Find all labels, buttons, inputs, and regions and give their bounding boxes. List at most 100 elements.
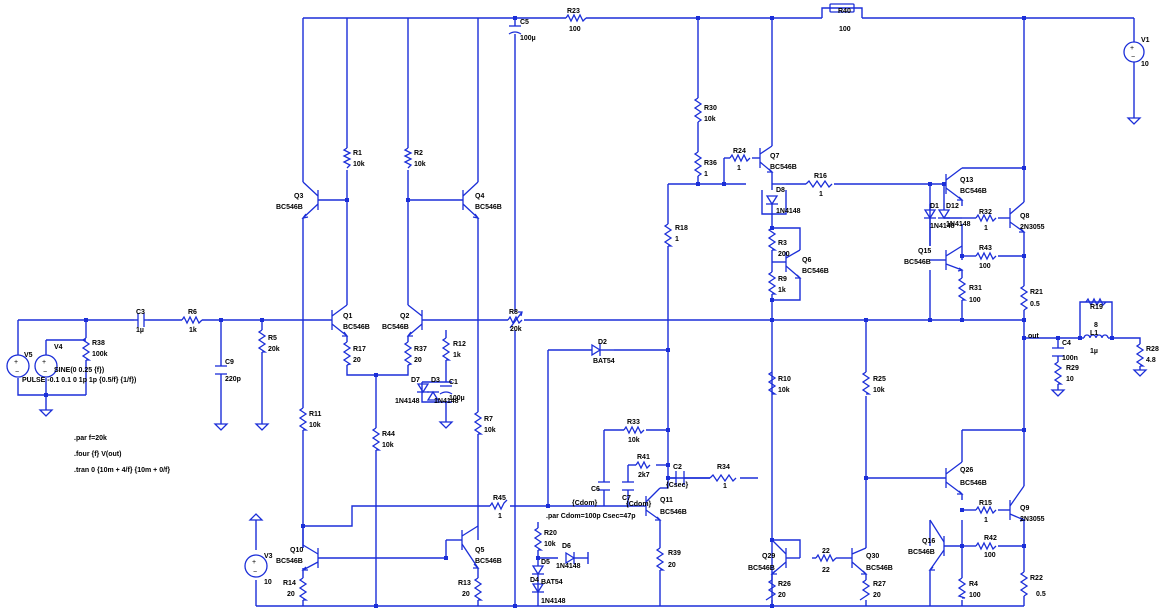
diode-D7	[416, 383, 430, 394]
transistor-Q30	[851, 547, 868, 575]
value-D8: 1N4148	[776, 208, 801, 215]
label-Q3: Q3	[294, 193, 303, 200]
label-D4: D4	[530, 577, 539, 584]
resistor-R14	[298, 577, 309, 601]
label-R2: R2	[414, 150, 423, 157]
value-Q1: BC546B	[343, 324, 370, 331]
label-R32: R32	[979, 209, 992, 216]
value-R4: 100	[969, 592, 981, 599]
sources: +− +− +− +−	[6, 41, 1145, 578]
resistor-R7	[473, 411, 484, 435]
value-R37: 20	[414, 357, 422, 364]
value-R24: 1	[737, 165, 741, 172]
value-R26: 20	[778, 592, 786, 599]
capacitor-C3	[134, 313, 148, 327]
value-D5: BAT54	[541, 579, 563, 586]
label-R3: R3	[778, 240, 787, 247]
resistor-R17	[342, 341, 352, 366]
resistor-R34	[709, 473, 737, 483]
value-R45: 1	[498, 513, 502, 520]
value-R11: 10k	[309, 422, 321, 429]
label-Q5: Q5	[475, 547, 484, 554]
label-R33: R33	[627, 419, 640, 426]
capacitor-C9	[215, 365, 227, 375]
resistor-R6	[181, 315, 203, 325]
resistor-R9	[767, 271, 778, 295]
label-R42: R42	[984, 535, 997, 542]
label-R26: R26	[778, 581, 791, 588]
svg-text:−: −	[15, 369, 19, 376]
label-R15: R15	[979, 500, 992, 507]
value-C6: {Cdom}	[572, 500, 598, 507]
value-Q11: BC546B	[660, 509, 687, 516]
label-Q7: Q7	[770, 153, 779, 160]
value-R36: 1	[704, 171, 708, 178]
resistor-R37	[403, 341, 413, 366]
label-R1: R1	[353, 150, 362, 157]
transistor-Q15	[930, 245, 964, 272]
value-R5: 20k	[268, 346, 280, 353]
transistor-Q7	[759, 145, 774, 173]
value-R22: 0.5	[1036, 591, 1046, 598]
label-R27: R27	[873, 581, 886, 588]
resistor-R27	[859, 579, 871, 601]
resistor-R19	[1085, 297, 1107, 307]
svg-text:−: −	[43, 369, 47, 376]
value-R17: 20	[353, 357, 361, 364]
transistor-Q11	[640, 487, 668, 521]
value-C3: 1µ	[136, 327, 144, 334]
transistor-Q4	[462, 181, 480, 219]
diode-D8	[765, 195, 779, 206]
value-Q30: BC546B	[866, 565, 893, 572]
resistor-R24	[729, 153, 751, 163]
resistor-R41	[635, 460, 651, 470]
value-Q10: BC546B	[276, 558, 303, 565]
resistor-R33	[623, 425, 645, 435]
value-Q6: BC546B	[802, 268, 829, 275]
value-R23: 100	[569, 26, 581, 33]
transistor-Q29	[770, 539, 800, 575]
value-R41: 2k7	[638, 472, 650, 479]
diode-D5	[531, 565, 545, 580]
transistor-Q1	[331, 304, 349, 337]
label-R41: R41	[637, 454, 650, 461]
resistor-R15	[975, 505, 997, 515]
value-Q3: BC546B	[276, 204, 303, 211]
value-Q13: BC546B	[960, 188, 987, 195]
resistor-R25	[861, 371, 872, 395]
label-Q4: Q4	[475, 193, 484, 200]
resistor-R1	[342, 147, 352, 169]
value-Q7: BC546B	[770, 164, 797, 171]
resistor-R29	[1053, 361, 1064, 385]
svg-text:−: −	[253, 569, 257, 576]
resistor-R42	[975, 541, 997, 551]
resistor-R11	[298, 407, 309, 431]
transistor-Q16	[928, 519, 962, 571]
resistor-R10	[767, 371, 778, 395]
transistor-Q3	[301, 181, 319, 219]
label-R22: R22	[1030, 575, 1043, 582]
label-D12: D12	[946, 203, 959, 210]
value-R28: 4.8	[1146, 357, 1156, 364]
label-V1: V1	[1141, 37, 1150, 44]
directive-four: .four {f} V(out)	[74, 451, 121, 458]
value-R25: 10k	[873, 387, 885, 394]
resistor-R30	[693, 97, 703, 123]
directive-par-f: .par f=20k	[74, 435, 107, 442]
resistor-R4	[957, 577, 967, 599]
resistor-R22a	[815, 553, 837, 563]
label-Q2: Q2	[400, 313, 409, 320]
label-R16: R16	[814, 173, 827, 180]
label-C7: C7	[622, 495, 631, 502]
source-V4: +−	[34, 354, 58, 378]
value-R15: 1	[984, 517, 988, 524]
transistor-Q8	[1009, 201, 1026, 233]
svg-text:+: +	[42, 359, 46, 366]
grounds	[38, 117, 1148, 564]
capacitor-C5	[508, 25, 522, 35]
label-R37: R37	[414, 346, 427, 353]
capacitor-C6	[598, 481, 610, 498]
label-R13: R13	[458, 580, 471, 587]
value-Q2: BC546B	[382, 324, 409, 331]
